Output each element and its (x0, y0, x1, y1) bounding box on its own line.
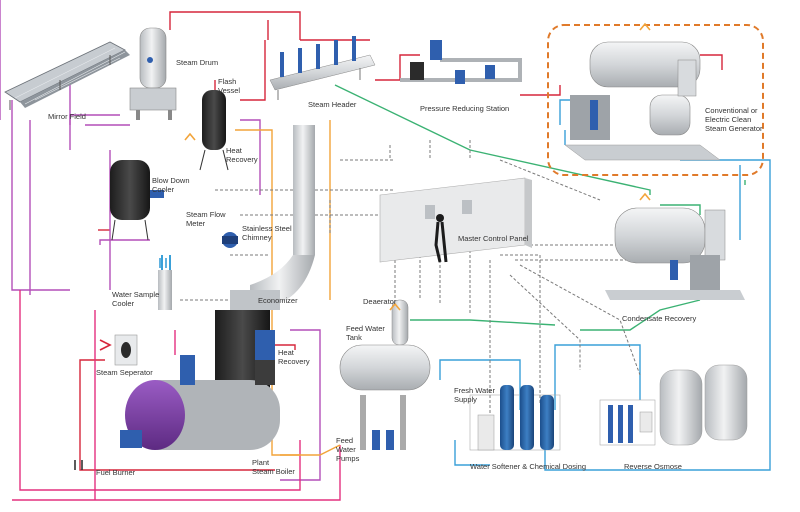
label-feed-water-pumps: Feed Water Pumps (336, 436, 360, 463)
label-condensate-recovery: Condensate Recovery (622, 314, 697, 323)
label-mirror-field: Mirror Field (48, 112, 86, 121)
label-steam-header: Steam Header (308, 100, 357, 109)
flow-arrows (74, 22, 651, 470)
clean-steam-generator-highlight (547, 24, 764, 176)
steam-separator (114, 334, 138, 366)
feedwater-lines (12, 290, 341, 501)
label-master-control-panel: Master Control Panel (458, 234, 529, 243)
flash-vessel (199, 90, 229, 171)
steam-header (269, 36, 376, 100)
label-pressure-reducing-station: Pressure Reducing Station (420, 104, 510, 113)
label-steam-drum: Steam Drum (176, 58, 219, 67)
label-heat-recovery-bottom: Heat Recovery (278, 348, 310, 366)
label-deaerator: Deaerator (363, 297, 397, 306)
master-control-panel (379, 177, 532, 263)
reverse-osmose (599, 364, 748, 446)
label-water-sample-cooler: Water Sample Cooler (112, 290, 160, 308)
label-water-softener: Water Softener & Chemical Dosing (470, 462, 587, 471)
feed-water-tank (339, 344, 431, 450)
label-steam-separator: Steam Seperator (96, 368, 153, 377)
label-stainless-steel-chimney: Stainless Steel Chimney (242, 224, 292, 242)
label-economizer: Economizer (258, 296, 298, 305)
fresh-water-lines (439, 99, 771, 471)
label-blow-down-cooler: Blow Down Cooler (152, 176, 190, 194)
blow-down-cooler (110, 160, 164, 241)
pipe-network (0, 0, 771, 501)
label-fresh-water-supply: Fresh Water Supply (454, 386, 495, 404)
label-fuel-burner: Fuel Burner (96, 468, 136, 477)
return-lines (334, 84, 746, 331)
condensate-recovery (605, 207, 745, 300)
steam-drum (129, 27, 177, 120)
label-flash-vessel: Flash Vessel (218, 77, 241, 95)
label-heat-recovery-top: Heat Recovery (226, 146, 258, 164)
condensate-lines (0, 0, 321, 481)
label-reverse-osmose: Reverse Osmose (624, 462, 682, 471)
label-plant-steam-boiler: Plant Steam Boiler (252, 458, 295, 476)
clean-steam-generator (564, 41, 721, 161)
water-softener (469, 385, 561, 451)
water-sample-cooler (158, 255, 172, 310)
plant-steam-boiler (120, 355, 280, 450)
pressure-reducing-station (400, 40, 522, 84)
label-clean-steam-generator: Conventional or Electric Clean Steam Gen… (705, 106, 763, 133)
label-feed-water-tank: Feed Water Tank (346, 324, 385, 342)
label-steam-flow-meter: Steam Flow Meter (186, 210, 226, 228)
mirror-field (4, 41, 130, 110)
stainless-steel-chimney (230, 125, 315, 310)
steam-flow-meter (222, 232, 238, 248)
